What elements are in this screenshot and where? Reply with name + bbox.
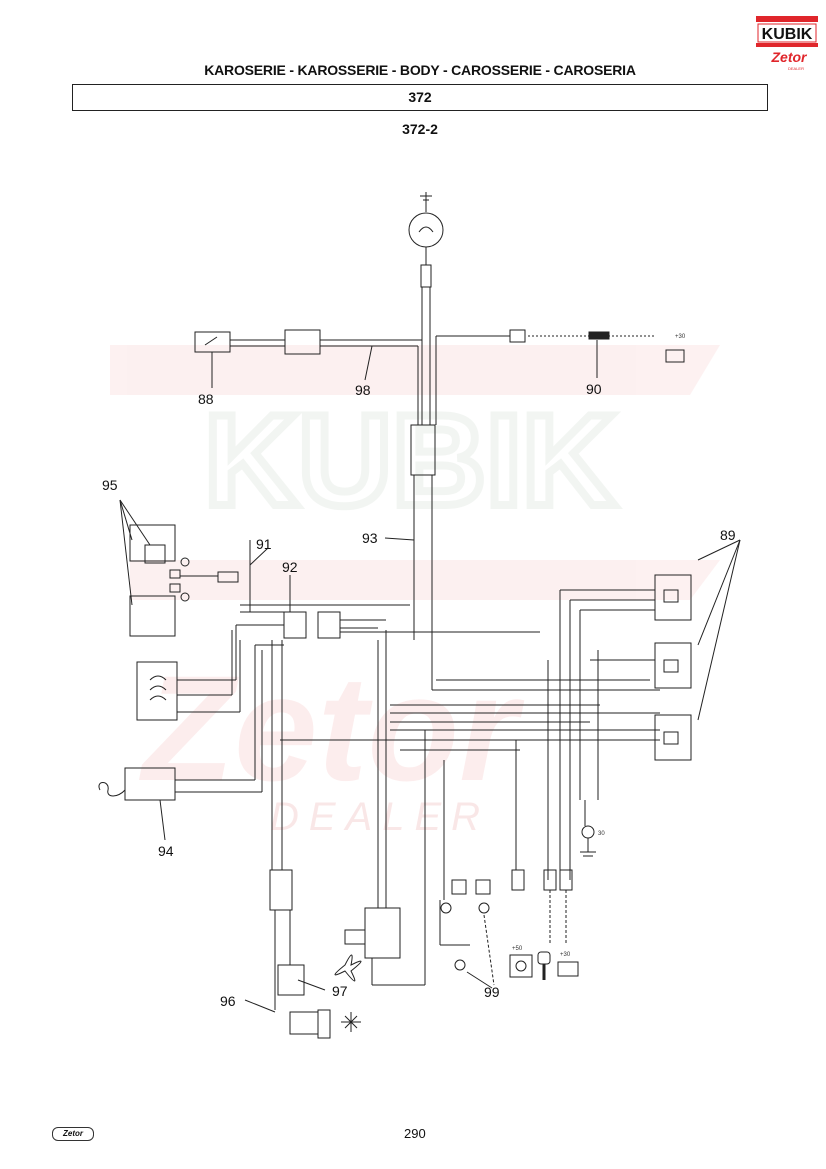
svg-text:KUBIK: KUBIK bbox=[762, 26, 813, 43]
callout-90: 90 bbox=[586, 381, 602, 397]
zetor-footer-logo: Zetor bbox=[52, 1127, 94, 1141]
watermark: KUBIK Zetor DEALER bbox=[110, 345, 720, 839]
svg-text:DEALER: DEALER bbox=[788, 66, 804, 71]
callout-97: 97 bbox=[332, 983, 348, 999]
page-title: KAROSERIE - KAROSSERIE - BODY - CAROSSER… bbox=[204, 62, 636, 78]
figure-number: 372-2 bbox=[402, 121, 438, 137]
svg-text:DEALER: DEALER bbox=[270, 795, 490, 839]
kubik-zetor-logo: KUBIK Zetor DEALER bbox=[756, 14, 818, 74]
battery-terminal-label: +30 bbox=[675, 334, 686, 340]
callout-91: 91 bbox=[256, 536, 272, 552]
callout-95: 95 bbox=[102, 477, 118, 493]
callout-88: 88 bbox=[198, 391, 214, 407]
group-number-box: 372 bbox=[72, 84, 768, 111]
lamp-icon bbox=[408, 192, 444, 288]
ground-terminal-label: 30 bbox=[598, 831, 605, 837]
key-feed-terminal-label: +30 bbox=[560, 952, 571, 958]
svg-text:Zetor: Zetor bbox=[771, 49, 809, 65]
callout-99: 99 bbox=[484, 984, 500, 1000]
page-number: 290 bbox=[404, 1126, 426, 1141]
callout-93: 93 bbox=[362, 530, 378, 546]
callout-98: 98 bbox=[355, 382, 371, 398]
svg-text:KUBIK: KUBIK bbox=[204, 387, 616, 533]
callout-94: 94 bbox=[158, 843, 174, 859]
callout-89: 89 bbox=[720, 527, 736, 543]
switch-terminal-label: +50 bbox=[512, 946, 523, 952]
callout-96: 96 bbox=[220, 993, 236, 1009]
svg-text:Zetor: Zetor bbox=[139, 644, 526, 812]
callout-92: 92 bbox=[282, 559, 298, 575]
